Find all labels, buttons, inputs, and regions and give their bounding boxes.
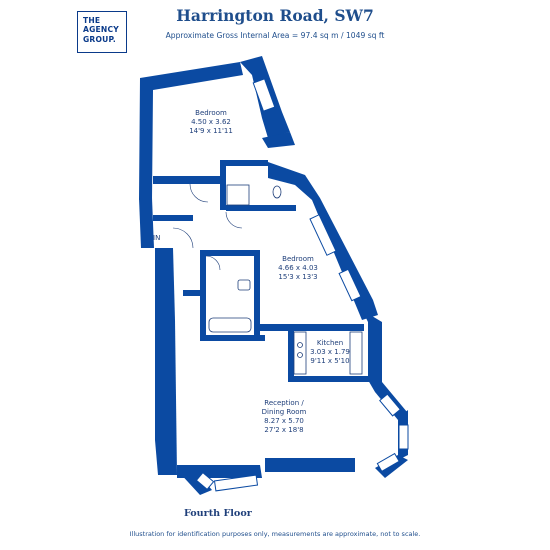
entrance-label: IN: [153, 234, 160, 242]
wall-bay-s: [375, 455, 408, 478]
room-bedroom-2: Bedroom 4.66 x 4.03 15'3 x 13'3: [278, 255, 318, 281]
logo-line-1: THE: [83, 16, 101, 25]
window-diag-1: [309, 214, 337, 256]
room-metric: 8.27 x 5.70: [264, 417, 304, 425]
wall-store: [183, 290, 203, 296]
shower-tray: [226, 184, 250, 206]
wall-bedroom2-top: [226, 205, 296, 211]
interior-walls: [153, 160, 368, 382]
wall-east-lower: [362, 310, 382, 382]
wall-bedroom2-bottom: [254, 324, 364, 331]
room-imperial: 9'11 x 5'10: [310, 357, 349, 365]
wall-bottom-right: [265, 458, 355, 472]
disclaimer: Illustration for identification purposes…: [129, 530, 421, 538]
window-top-bedroom: [252, 78, 276, 112]
wall-kitchen-bottom: [288, 376, 368, 382]
room-name: Bedroom: [282, 255, 314, 263]
washbasin: [237, 279, 251, 291]
wall-bath2-top: [200, 250, 260, 256]
page-title: Harrington Road, SW7: [176, 6, 374, 25]
logo-line-3: GROUP.: [83, 34, 116, 44]
room-kitchen: Kitchen 3.03 x 1.79 9'11 x 5'10: [310, 339, 350, 365]
wall-top-left: [139, 62, 243, 200]
room-imperial: 27'2 x 18'8: [264, 426, 303, 434]
wall-kitchen-left: [288, 330, 294, 380]
wall-bath2-right: [254, 250, 260, 340]
doors: [172, 183, 243, 271]
window-bay-3: [376, 452, 400, 473]
door-bath2: [205, 255, 221, 271]
wall-bath-side: [220, 160, 226, 210]
door-entrance: [172, 227, 194, 249]
floor-label: Fourth Floor: [184, 508, 252, 519]
room-metric: 3.03 x 1.79: [310, 348, 350, 356]
window-bay-1: [379, 393, 401, 417]
kitchen-counter-right: [349, 331, 363, 375]
room-metric: 4.66 x 4.03: [278, 264, 318, 272]
wall-corridor-mid: [153, 215, 193, 221]
window-bottom-1: [213, 474, 259, 492]
hob-1: [297, 342, 303, 348]
fixtures: [208, 184, 363, 375]
room-name-line-2: Dining Room: [262, 408, 307, 416]
logo-line-2: AGENCY: [83, 25, 119, 35]
area-subtitle: Approximate Gross Internal Area = 97.4 s…: [165, 31, 385, 40]
kitchen-counter: [293, 331, 307, 375]
toilet: [272, 185, 282, 199]
bathtub: [208, 317, 252, 333]
room-metric: 4.50 x 3.62: [191, 118, 231, 126]
window-bottom-2: [195, 471, 215, 491]
room-imperial: 15'3 x 13'3: [278, 273, 317, 281]
wall-bay-left: [177, 470, 212, 495]
hob-2: [297, 352, 303, 358]
wall-corridor-top: [153, 176, 223, 184]
windows: [195, 78, 409, 492]
window-diag-2: [338, 268, 362, 302]
door-bedroom2: [225, 211, 243, 229]
room-reception: Reception / Dining Room 8.27 x 5.70 27'2…: [262, 399, 307, 434]
wall-bathroom-top: [220, 160, 268, 166]
wall-bath2-bottom: [200, 335, 265, 341]
room-imperial: 14'9 x 11'11: [189, 127, 233, 135]
room-name: Kitchen: [317, 339, 343, 347]
wall-upper-notch: [262, 132, 295, 148]
room-name: Bedroom: [195, 109, 227, 117]
room-name-line-1: Reception /: [264, 399, 304, 407]
wall-left-mid: [139, 198, 154, 248]
agency-logo: THE AGENCY GROUP.: [77, 11, 127, 53]
window-bay-2: [398, 424, 409, 450]
wall-left: [155, 248, 177, 475]
room-bedroom-1: Bedroom 4.50 x 3.62 14'9 x 11'11: [189, 109, 233, 135]
door-bedroom1: [189, 183, 209, 203]
